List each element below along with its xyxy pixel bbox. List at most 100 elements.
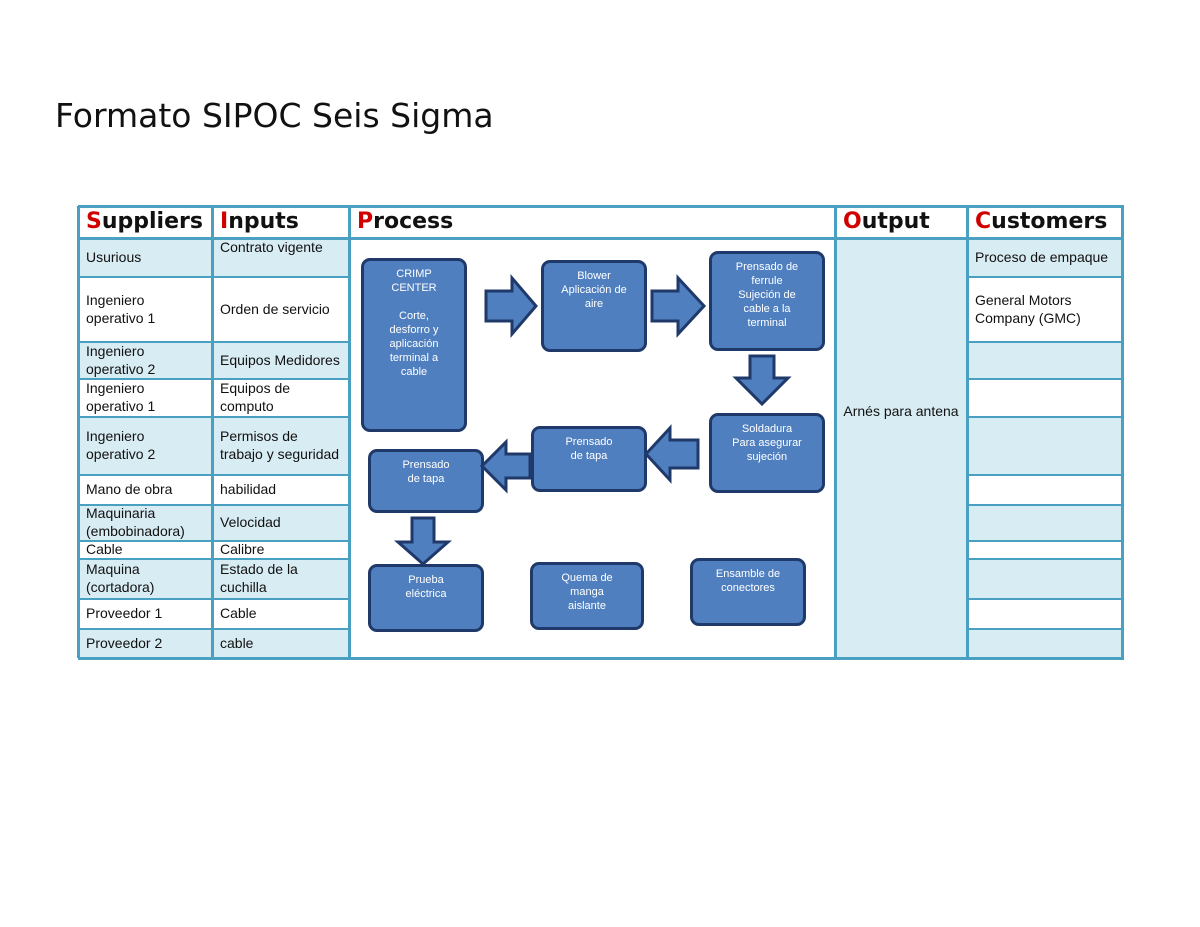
inputs-text: Estado de la cuchilla — [220, 561, 298, 595]
inputs-cell: habilidad — [212, 474, 349, 504]
grid-line — [967, 598, 1122, 600]
inputs-cell: Estado de la cuchilla — [212, 558, 349, 598]
grid-line — [78, 504, 349, 506]
header-label: uppliers — [101, 209, 203, 234]
suppliers-text: Ingeniero operativo 1 — [86, 291, 156, 326]
grid-line — [78, 237, 1124, 240]
customers-cell: General Motors Company (GMC) — [967, 276, 1122, 341]
blower-box: Blower Aplicación de aire — [541, 260, 647, 352]
suppliers-text: Proveedor 1 — [86, 605, 163, 621]
arrow-left-icon — [643, 424, 700, 484]
header-label: rocess — [373, 209, 454, 234]
customers-cell — [967, 558, 1122, 598]
grid-line — [78, 558, 349, 560]
grid-line — [78, 416, 349, 418]
grid-line — [78, 341, 349, 343]
arrow-right-icon — [650, 274, 707, 338]
soldadura-box: Soldadura Para asegurar sujeción — [709, 413, 825, 493]
customers-cell — [967, 341, 1122, 378]
crimp-center-box: CRIMP CENTER Corte, desforro y aplicació… — [361, 258, 467, 432]
arrow-right-icon — [484, 273, 538, 339]
suppliers-text: Usurious — [86, 249, 142, 265]
suppliers-cell: Maquina (cortadora) — [78, 558, 212, 598]
inputs-cell: Cable — [212, 598, 349, 628]
process-arrows — [394, 273, 792, 566]
inputs-cell: Equipos Medidores — [212, 341, 349, 378]
suppliers-text: Maquinaria (embobinadora) — [86, 505, 185, 539]
inputs-text: Calibre — [220, 541, 265, 557]
grid-line — [967, 378, 1122, 380]
grid-line — [967, 474, 1122, 476]
customers-cell: Proceso de empaque — [967, 238, 1122, 276]
header-initial: I — [220, 209, 229, 234]
suppliers-cell: Ingeniero operativo 2 — [78, 341, 212, 378]
inputs-text: Contrato vigente — [220, 239, 323, 255]
inputs-text: Velocidad — [220, 514, 281, 530]
quema-manga-box: Quema de manga aislante — [530, 562, 644, 630]
arrow-down-icon — [394, 516, 452, 566]
inputs-text: cable — [220, 635, 254, 651]
suppliers-cell: Mano de obra — [78, 474, 212, 504]
grid-line — [967, 628, 1122, 630]
grid-line — [967, 416, 1122, 418]
grid-line — [1121, 206, 1124, 658]
suppliers-cell: Ingeniero operativo 1 — [78, 378, 212, 416]
suppliers-cell: Proveedor 1 — [78, 598, 212, 628]
grid-line — [967, 504, 1122, 506]
output-column — [835, 238, 967, 658]
suppliers-text: Ingeniero operativo 1 — [86, 380, 156, 414]
page-title: Formato SIPOC Seis Sigma — [55, 96, 494, 135]
grid-line — [211, 206, 214, 658]
inputs-cell: Equipos de computo — [212, 378, 349, 416]
suppliers-text: Ingeniero operativo 2 — [86, 342, 156, 377]
ensamble-conectores-box: Ensamble de conectores — [690, 558, 806, 626]
inputs-text: habilidad — [220, 481, 277, 497]
suppliers-cell: Proveedor 2 — [78, 628, 212, 658]
suppliers-text: Cable — [86, 541, 123, 557]
header-initial: S — [86, 209, 102, 234]
prensado-ferrule-box: Prensado de ferrule Sujeción de cable a … — [709, 251, 825, 351]
grid-line — [78, 628, 349, 630]
inputs-text: Equipos Medidores — [220, 351, 340, 368]
suppliers-cell: Ingeniero operativo 1 — [78, 276, 212, 341]
inputs-text: Cable — [220, 605, 257, 621]
grid-line — [78, 474, 349, 476]
prueba-electrica-box: Prueba eléctrica — [368, 564, 484, 632]
grid-line — [967, 558, 1122, 560]
prensado-tapa-box: Prensado de tapa — [531, 426, 647, 492]
header-label: nputs — [228, 209, 299, 234]
header-initial: O — [843, 209, 862, 234]
arrow-left-icon — [479, 438, 532, 494]
customers-text: General Motors Company (GMC) — [975, 291, 1081, 326]
inputs-cell: cable — [212, 628, 349, 658]
suppliers-cell: Usurious — [78, 238, 212, 276]
grid-line — [967, 341, 1122, 343]
suppliers-text: Mano de obra — [86, 481, 173, 497]
inputs-cell: Calibre — [212, 540, 349, 558]
inputs-cell: Orden de servicio — [212, 276, 349, 341]
customers-text: Proceso de empaque — [975, 249, 1109, 265]
grid-line — [966, 206, 969, 658]
customers-cell — [967, 416, 1122, 474]
arrow-down-icon — [732, 354, 792, 407]
grid-line — [967, 540, 1122, 542]
suppliers-text: Maquina (cortadora) — [86, 561, 155, 595]
grid-line — [834, 206, 837, 658]
grid-line — [78, 540, 349, 542]
grid-line — [78, 598, 349, 600]
header-label: ustomers — [991, 209, 1108, 234]
inputs-cell: Velocidad — [212, 504, 349, 540]
grid-line — [967, 276, 1122, 278]
suppliers-text: Proveedor 2 — [86, 635, 163, 651]
grid-line — [78, 657, 1124, 660]
header-initial: C — [975, 209, 992, 234]
grid-line — [78, 378, 349, 380]
grid-line — [77, 206, 80, 658]
suppliers-text: Ingeniero operativo 2 — [86, 428, 156, 462]
